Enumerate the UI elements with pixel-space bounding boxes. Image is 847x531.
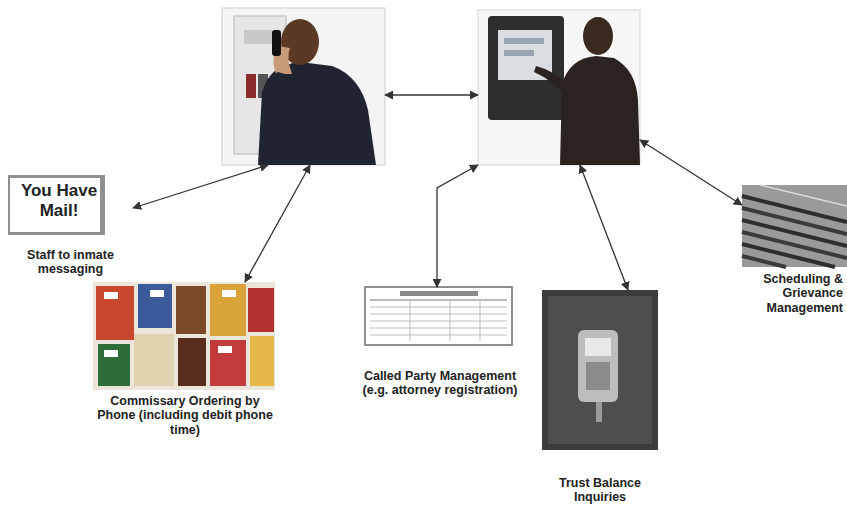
- mail-node: You Have Mail! Staff to inmate messaging: [8, 175, 133, 279]
- caption: Called Party Management (e.g. attorney r…: [355, 369, 525, 398]
- commissary-node: Commissary Ordering by Phone (including …: [90, 282, 280, 439]
- snack-bag: [210, 284, 246, 336]
- photo-frame: [478, 10, 640, 165]
- caption: Staff to inmate messaging: [8, 248, 133, 277]
- terminal-body: [578, 330, 618, 402]
- price-tag: [104, 292, 118, 299]
- wall-shade: [548, 296, 652, 444]
- caption: Scheduling & Grievance Management: [742, 272, 843, 315]
- contact-list-picture: [365, 287, 512, 345]
- phone-user-photo: [222, 8, 385, 165]
- snack-box: [134, 334, 174, 386]
- trust-kiosk-picture: [542, 290, 658, 450]
- kiosk-photo: [478, 10, 640, 165]
- screen-row: [504, 50, 534, 56]
- picture-text: You Have Mail!: [14, 181, 104, 220]
- snack-bag: [176, 286, 206, 334]
- snack-bag: [98, 344, 130, 386]
- price-tag: [150, 290, 164, 297]
- screen-row: [504, 38, 544, 44]
- pen: [742, 256, 786, 267]
- pen: [742, 196, 847, 222]
- connector-arrow: [640, 140, 742, 205]
- connector-arrow: [133, 165, 268, 208]
- photo-frame: [222, 8, 385, 165]
- grid-line: [450, 300, 451, 341]
- pen: [742, 220, 847, 246]
- picture-ground: [93, 282, 275, 390]
- terminal-stand: [596, 402, 602, 422]
- pen: [742, 244, 835, 267]
- grid-line: [370, 335, 507, 336]
- snack-bag: [250, 336, 274, 386]
- phone-keypad: [246, 74, 256, 98]
- person-head: [583, 17, 613, 55]
- snack-bag: [96, 286, 134, 340]
- grid-line: [480, 300, 481, 341]
- person-shirt: [258, 62, 376, 165]
- phone-photo: [222, 8, 385, 165]
- snack-bag: [138, 284, 172, 328]
- caption: Trust Balance Inquiries: [540, 476, 660, 505]
- called-party-node: Called Party Management (e.g. attorney r…: [355, 287, 525, 400]
- phone-handset: [272, 30, 281, 56]
- snack-bag: [248, 288, 274, 332]
- commissary-picture: [93, 282, 275, 390]
- grid-line: [370, 328, 507, 329]
- scheduling-node: Scheduling & Grievance Management: [742, 185, 843, 317]
- kiosk-housing: [488, 16, 564, 120]
- pen: [742, 232, 847, 258]
- person-arm: [534, 66, 568, 96]
- mail-picture: [8, 175, 105, 235]
- snack-bag: [178, 338, 206, 386]
- connector-arrow: [437, 165, 478, 287]
- connector-arrow: [385, 94, 478, 95]
- picture-ground: [8, 175, 105, 235]
- grid-line: [410, 300, 411, 341]
- price-tag: [104, 350, 118, 357]
- grid-line: [370, 300, 507, 301]
- person-body: [560, 56, 640, 165]
- price-tag: [222, 290, 236, 297]
- pens-picture: [742, 185, 847, 267]
- caption: Commissary Ordering by Phone (including …: [90, 394, 280, 437]
- pen: [742, 208, 847, 234]
- snack-bag: [210, 340, 246, 386]
- phone-label: [244, 30, 274, 44]
- grid-line: [370, 321, 507, 322]
- grid-line: [370, 307, 507, 308]
- list-heading-bar: [400, 291, 478, 296]
- pen-highlight: [760, 185, 847, 206]
- trust-node: Trust Balance Inquiries: [540, 290, 660, 507]
- kiosk-user-photo: [478, 10, 640, 165]
- price-tag: [218, 346, 232, 353]
- picture-ground: [542, 290, 658, 450]
- grid-line: [370, 314, 507, 315]
- list-sheet: [365, 287, 512, 345]
- connector-arrow: [580, 165, 628, 290]
- person-arm: [264, 72, 292, 104]
- terminal-screen: [585, 338, 611, 356]
- terminal-keypad: [586, 362, 610, 390]
- picture-ground: [742, 185, 847, 267]
- connector-arrow: [245, 165, 310, 282]
